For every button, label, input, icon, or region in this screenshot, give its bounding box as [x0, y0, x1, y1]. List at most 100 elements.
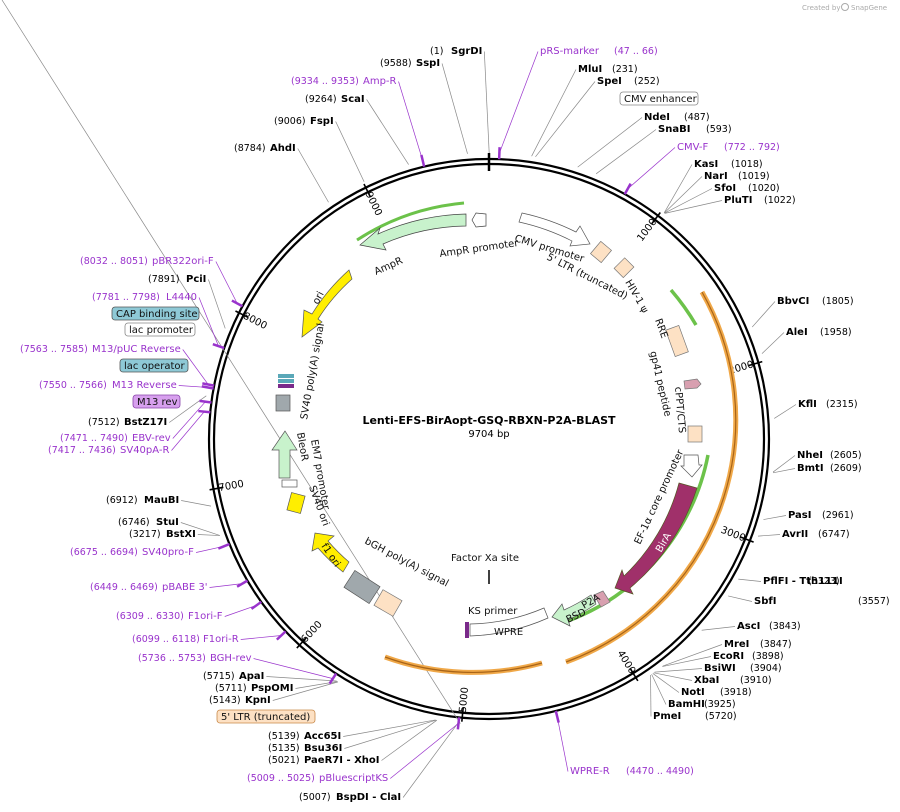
- site-bstxi: PflFI - Tth111I(3323): [763, 576, 843, 587]
- svg-text:(47 .. 66): (47 .. 66): [614, 46, 658, 57]
- primer-sv40pa-r: (7417 .. 7436)SV40pA-R: [48, 445, 169, 456]
- site-stui: (3217)BstXI: [129, 529, 196, 540]
- svg-text:(7563 .. 7585): (7563 .. 7585): [20, 344, 88, 355]
- lac-cluster-mark-2: [278, 379, 294, 383]
- svg-text:(5021): (5021): [268, 755, 300, 766]
- primer-site-mark: [212, 342, 225, 350]
- svg-text:SgrDI: SgrDI: [451, 46, 482, 57]
- svg-text:(9264): (9264): [305, 94, 337, 105]
- site-bamhi: PmeI(5720): [653, 711, 737, 722]
- f1-ori-arrow: [311, 532, 350, 573]
- label-wpre: WPRE: [494, 627, 523, 638]
- svg-text:EBV-rev: EBV-rev: [132, 433, 171, 444]
- svg-text:ScaI: ScaI: [341, 94, 365, 105]
- primer-site-mark: [554, 710, 560, 723]
- leader-line: [772, 455, 796, 473]
- svg-text:AhdI: AhdI: [270, 143, 296, 154]
- tick-label: 4000: [615, 649, 638, 676]
- svg-text:(6099 .. 6118): (6099 .. 6118): [132, 634, 200, 645]
- sv40-ori-box: [286, 492, 306, 514]
- site-ahdi: (8784)AhdI: [234, 143, 296, 154]
- tick-mark: [209, 486, 224, 491]
- primer-site-mark: [250, 600, 262, 610]
- leader-line: [297, 148, 329, 203]
- feature-shapes: [271, 212, 703, 638]
- leader-line: [774, 404, 797, 419]
- svg-text:NarI: NarI: [704, 171, 728, 182]
- leader-line: [366, 99, 409, 165]
- primer-cmv-f: CMV-F(772 .. 792): [677, 142, 780, 153]
- svg-text:AleI: AleI: [786, 327, 808, 338]
- orange-arc-right-inner: [565, 291, 737, 663]
- primer-site-mark: [420, 154, 426, 167]
- site-xbai: NotI(3918): [681, 687, 752, 698]
- tick-mark: [748, 360, 763, 367]
- svg-text:BmtI: BmtI: [797, 463, 824, 474]
- svg-text:(3898): (3898): [752, 651, 784, 662]
- primer-pbabe3: (6449 .. 6469)pBABE 3': [90, 582, 208, 593]
- site-apai: (5711)PspOMI: [215, 683, 293, 694]
- site-kasi: KasI(1018): [694, 159, 763, 170]
- primer-site-mark: [236, 579, 249, 588]
- leader-line: [441, 63, 468, 154]
- label-bgh-polya: bGH poly(A) signal: [363, 536, 451, 590]
- svg-text:(5009 .. 5025): (5009 .. 5025): [247, 773, 315, 784]
- svg-text:AvrII: AvrII: [782, 529, 808, 540]
- leader-line: [763, 515, 787, 520]
- bleor-arrow: [271, 430, 298, 479]
- svg-text:SV40pro-F: SV40pro-F: [142, 547, 194, 558]
- tick-label: 3000: [719, 525, 747, 544]
- svg-text:(6747): (6747): [818, 529, 850, 540]
- svg-text:KpnI: KpnI: [245, 695, 271, 706]
- svg-text:(6746): (6746): [118, 517, 150, 528]
- svg-text:BspDI - ClaI: BspDI - ClaI: [336, 792, 401, 803]
- site-noti: BamHI(3925): [668, 699, 736, 710]
- wpre-arrow: [469, 607, 549, 637]
- svg-text:MluI: MluI: [578, 64, 602, 75]
- leader-line: [652, 673, 680, 693]
- label-bleor: BleoR: [294, 432, 310, 462]
- label-amp-r: AmpR: [373, 256, 405, 278]
- svg-text:(2315): (2315): [826, 399, 858, 410]
- leader-line: [664, 188, 713, 214]
- svg-text:SfoI: SfoI: [714, 183, 736, 194]
- site-bsu36i: (5021)PaeR7I - XhoI: [268, 755, 380, 766]
- svg-text:PluTI: PluTI: [724, 195, 752, 206]
- primer-ebv-rev: (7471 .. 7490)EBV-rev: [60, 433, 171, 444]
- leader-line: [343, 719, 436, 737]
- svg-text:(7417 .. 7436): (7417 .. 7436): [48, 445, 116, 456]
- svg-text:(6449 .. 6469): (6449 .. 6469): [90, 582, 158, 593]
- created-by-text: Created by: [802, 4, 841, 12]
- svg-text:MauBI: MauBI: [144, 495, 179, 506]
- tick-label: 6000: [299, 619, 324, 645]
- tick-label: 7000: [218, 479, 245, 494]
- primer-site-mark: [199, 399, 212, 404]
- svg-text:(3843): (3843): [769, 621, 801, 632]
- svg-text:(252): (252): [634, 76, 660, 87]
- site-bsiwi: XbaI(3910): [694, 675, 772, 686]
- tick-label: 5000: [458, 687, 471, 713]
- svg-text:KasI: KasI: [694, 159, 718, 170]
- leader-line: [653, 672, 693, 681]
- site-nhei: NheI(2605): [797, 450, 862, 461]
- primer-site-mark: [217, 542, 230, 550]
- leader-line: [595, 129, 657, 175]
- site-bbvci: BbvCI(1805): [777, 296, 854, 307]
- tick-mark: [629, 668, 639, 682]
- svg-text:(3910): (3910): [740, 675, 772, 686]
- svg-text:lac operator: lac operator: [124, 361, 185, 372]
- svg-text:SbfI: SbfI: [754, 596, 776, 607]
- svg-text:(3847): (3847): [760, 639, 792, 650]
- em7-box: [281, 479, 298, 488]
- svg-text:(3557): (3557): [858, 596, 890, 607]
- svg-text:(3217): (3217): [129, 529, 161, 540]
- leader-line: [253, 658, 333, 679]
- leader-line: [215, 261, 238, 304]
- leader-line: [390, 723, 459, 779]
- primer-site-mark: [328, 672, 338, 685]
- svg-text:BamHI: BamHI: [668, 699, 705, 710]
- leader-line: [662, 644, 723, 667]
- svg-text:(1958): (1958): [820, 327, 852, 338]
- leader-line: [651, 674, 667, 705]
- svg-text:(7550 .. 7566): (7550 .. 7566): [39, 380, 107, 391]
